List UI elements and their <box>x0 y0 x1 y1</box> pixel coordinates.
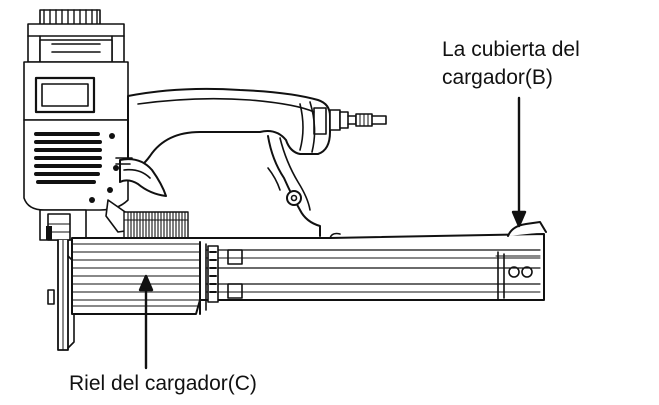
magazine-cover-label: La cubierta del cargador(B) <box>442 36 580 92</box>
cylinder-body <box>23 61 129 211</box>
leader-arrows <box>138 96 527 370</box>
arrow-c-head <box>138 274 154 292</box>
magazine-rail-label: Riel del cargador(C) <box>69 372 257 395</box>
trigger <box>105 135 321 237</box>
magazine <box>71 221 547 315</box>
cylinder-cap <box>27 9 125 63</box>
magazine-cover-label-line2: cargador(B) <box>442 66 553 89</box>
magazine-cover-label-line1: La cubierta del <box>442 38 580 61</box>
nose <box>39 209 87 351</box>
arrow-b-head <box>511 210 527 228</box>
handle <box>127 87 387 173</box>
